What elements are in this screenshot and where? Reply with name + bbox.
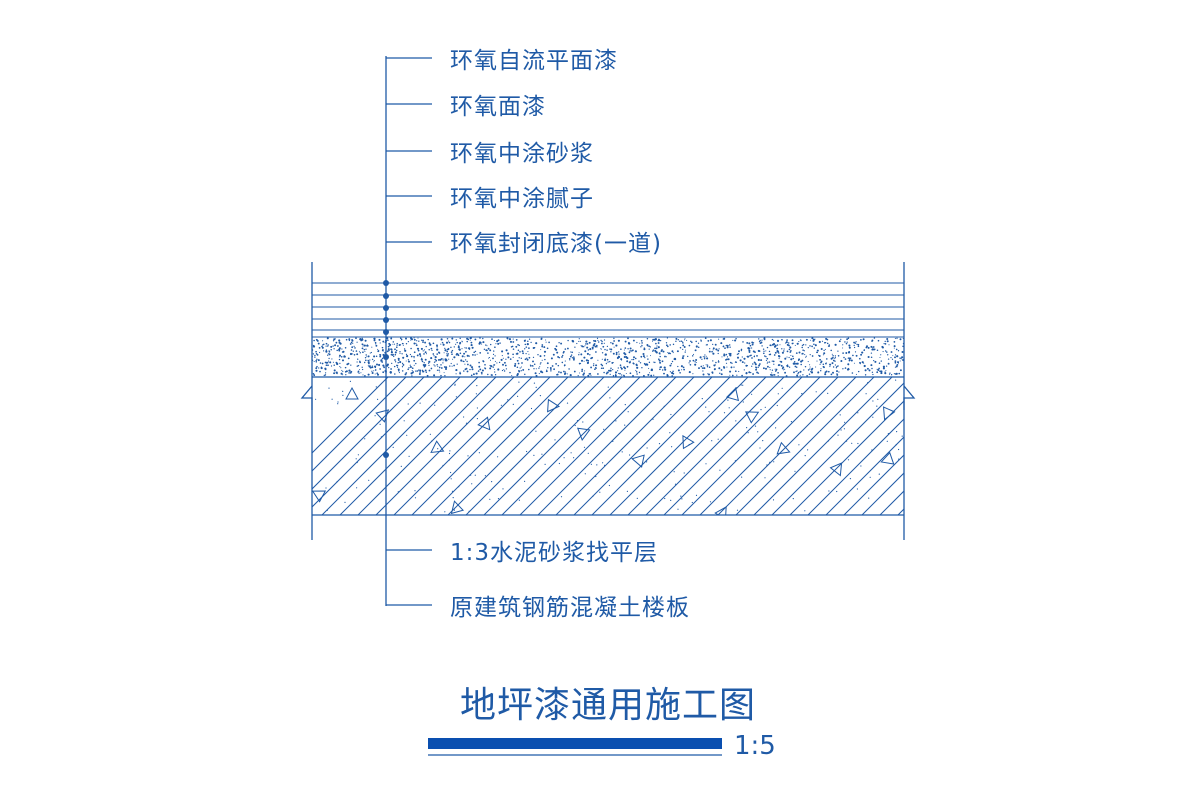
callout-bottom-label-1: 原建筑钢筋混凝土楼板	[450, 595, 690, 621]
callout-top-label-2: 环氧中涂砂浆	[450, 141, 594, 167]
left-break-symbol	[300, 385, 313, 410]
callout-top-label-3: 环氧中涂腻子	[450, 186, 594, 212]
callout-top-label-4: 环氧封闭底漆(一道)	[450, 231, 662, 257]
callout-bottom-1: 原建筑钢筋混凝土楼板	[386, 595, 690, 621]
callout-top-2: 环氧中涂砂浆	[386, 141, 594, 167]
coating-layers	[312, 282, 904, 338]
callout-top-label-1: 环氧面漆	[450, 94, 546, 120]
callout-top-3: 环氧中涂腻子	[386, 186, 594, 212]
right-break-symbol	[903, 385, 916, 410]
callout-bottom-label-0: 1:3水泥砂浆找平层	[450, 540, 658, 566]
concrete-slab	[312, 377, 904, 516]
title-underline-bar	[428, 738, 722, 749]
callout-top-1: 环氧面漆	[386, 94, 546, 120]
callout-top-4: 环氧封闭底漆(一道)	[386, 231, 662, 257]
mortar-screed-layer	[312, 337, 904, 378]
drawing-title: 地坪漆通用施工图	[460, 685, 756, 726]
leader-dots	[383, 280, 389, 458]
drawing-scale: 1:5	[734, 731, 776, 761]
callout-top-0: 环氧自流平面漆	[386, 48, 618, 74]
callout-top-label-0: 环氧自流平面漆	[450, 48, 618, 74]
callout-bottom-0: 1:3水泥砂浆找平层	[386, 540, 658, 566]
